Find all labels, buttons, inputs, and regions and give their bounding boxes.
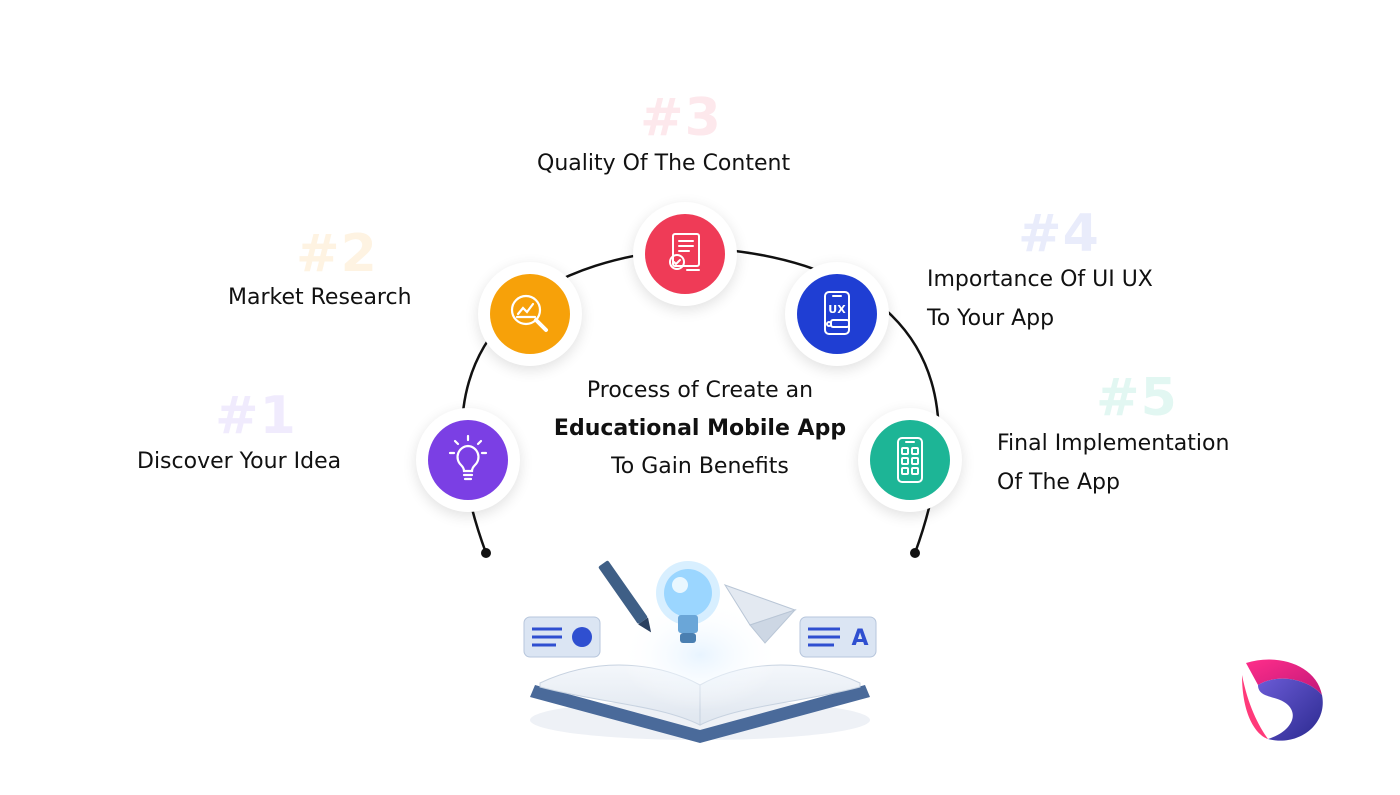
step-2-number: #2 — [296, 224, 378, 284]
ux-text: UX — [828, 303, 846, 316]
paper-plane-icon — [723, 584, 797, 644]
center-title: Process of Create an Educational Mobile … — [520, 372, 880, 486]
step-5-node — [858, 408, 962, 512]
arc-end-dot — [910, 548, 920, 558]
step-4-label: Importance Of UI UX To Your App — [927, 260, 1153, 338]
step-1-node-fill — [428, 420, 508, 500]
step-4-label-line1: Importance Of UI UX — [927, 267, 1153, 292]
step-5-label-line2: Of The App — [997, 470, 1120, 495]
step-3-node-fill — [645, 214, 725, 294]
step-2-node-fill — [490, 274, 570, 354]
step-1-label: Discover Your Idea — [137, 449, 342, 474]
lightbulb-icon — [448, 434, 488, 481]
text-card-right: A — [799, 616, 877, 658]
ux-phone-icon: UX — [824, 291, 850, 335]
pencil-icon — [598, 560, 652, 633]
certificate-icon — [669, 233, 700, 271]
step-4-node: UX — [785, 262, 889, 366]
open-book-illustration: A — [523, 560, 877, 743]
center-title-line1: Process of Create an — [586, 378, 814, 403]
step-4-number: #4 — [1018, 204, 1100, 264]
brand-logo — [1242, 659, 1323, 741]
step-1-number: #1 — [215, 386, 297, 446]
step-5-label: Final Implementation Of The App — [997, 424, 1229, 502]
card-letter: A — [851, 626, 868, 651]
app-grid-phone-icon — [897, 437, 923, 483]
step-3-node — [633, 202, 737, 306]
glowing-lightbulb-icon — [656, 561, 720, 643]
step-5-number: #5 — [1096, 368, 1178, 428]
magnifier-chart-icon — [510, 294, 548, 332]
step-4-label-line2: To Your App — [927, 306, 1055, 331]
step-5-label-line1: Final Implementation — [997, 431, 1230, 456]
arc-start-dot — [481, 548, 491, 558]
step-1-node — [416, 408, 520, 512]
step-5-node-fill — [870, 420, 950, 500]
step-4-node-fill — [797, 274, 877, 354]
step-3-label: Quality Of The Content — [537, 151, 791, 176]
text-card-left — [523, 616, 601, 658]
step-2-label: Market Research — [228, 285, 412, 310]
center-title-line2: Educational Mobile App — [553, 416, 847, 441]
step-2-node — [478, 262, 582, 366]
step-3-number: #3 — [640, 88, 722, 148]
center-title-line3: To Gain Benefits — [611, 454, 789, 479]
